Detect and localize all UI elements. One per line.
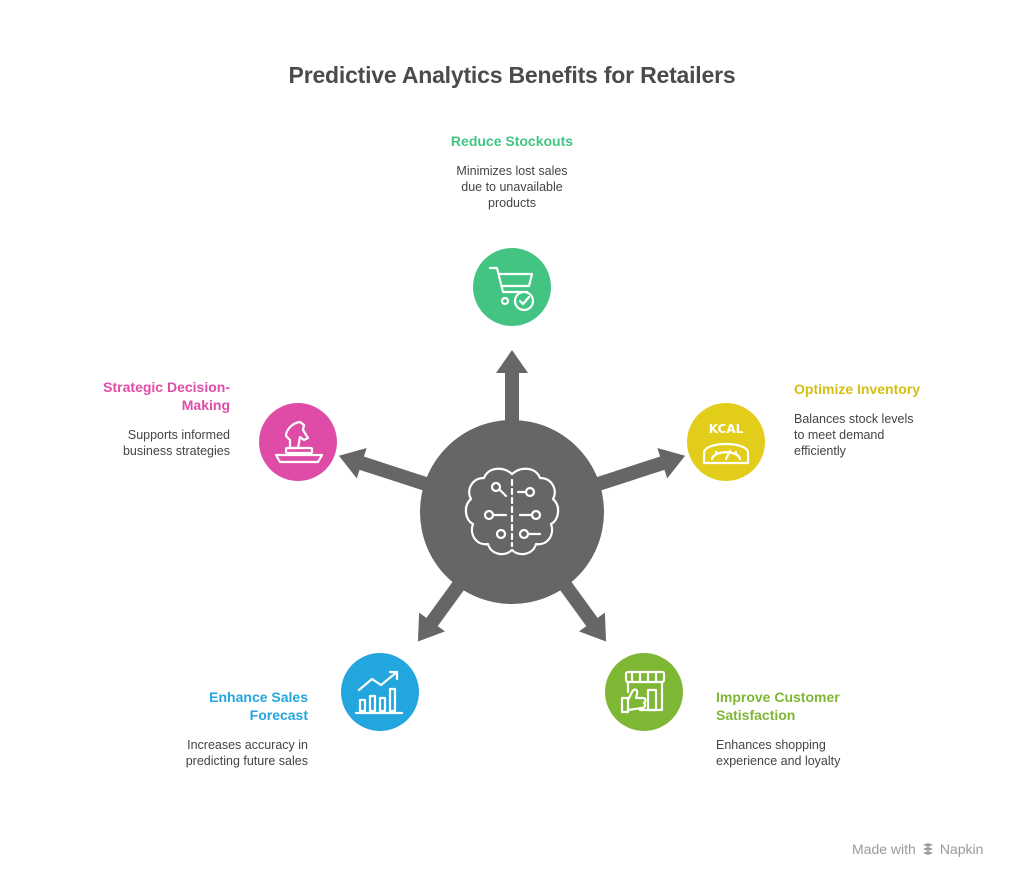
node-reduce-stockouts (473, 248, 551, 326)
page-title: Predictive Analytics Benefits for Retail… (288, 62, 736, 88)
title-line: Satisfaction (716, 707, 796, 723)
desc-line: to meet demand (794, 428, 885, 442)
desc-line: due to unavailable (461, 180, 563, 194)
napkin-brand: Napkin (939, 841, 984, 857)
made-with-napkin[interactable]: Made with Napkin (852, 841, 983, 857)
optimize-inventory-title: Optimize Inventory (794, 381, 921, 397)
brain-circuit-icon (464, 467, 560, 556)
kcal-label: KCAL (709, 422, 744, 436)
desc-line: Enhances shopping (716, 738, 826, 752)
cart-check-icon (488, 266, 535, 312)
made-with-label: Made with (852, 841, 916, 857)
strategic-decision-title: Strategic Decision- Making (30, 378, 230, 414)
desc-line: experience and loyalty (716, 754, 841, 768)
desc-line: business strategies (122, 444, 230, 458)
node-strategic-decision (259, 403, 337, 481)
desc-line: predicting future sales (185, 754, 308, 768)
desc-line: Balances stock levels (794, 412, 914, 426)
customer-satisfaction-desc: Enhances shopping experience and loyalty (716, 737, 916, 769)
title-line: Improve Customer (716, 689, 840, 705)
node-sales-forecast (341, 653, 419, 731)
title-line: Making (181, 397, 230, 413)
center-hub (420, 420, 604, 604)
desc-line: Increases accuracy in (187, 738, 308, 752)
chess-knight-icon (274, 420, 324, 464)
node-customer-satisfaction (605, 653, 683, 731)
node-optimize-inventory: KCAL (687, 403, 765, 481)
desc-line: Supports informed (127, 428, 230, 442)
sales-forecast-desc: Increases accuracy in predicting future … (108, 737, 308, 769)
desc-line: efficiently (794, 444, 846, 458)
sales-forecast-title: Enhance Sales Forecast (108, 688, 308, 724)
desc-line: Minimizes lost sales (456, 164, 568, 178)
kcal-scale-icon (702, 443, 750, 465)
title-line: Forecast (249, 707, 308, 723)
desc-line: products (488, 196, 536, 210)
reduce-stockouts-title: Reduce Stockouts (450, 133, 574, 149)
optimize-inventory-desc: Balances stock levels to meet demand eff… (794, 411, 994, 459)
customer-satisfaction-title: Improve Customer Satisfaction (716, 688, 916, 724)
store-thumbs-up-icon (620, 670, 666, 714)
reduce-stockouts-desc: Minimizes lost sales due to unavailable … (412, 163, 612, 211)
title-line: Enhance Sales (209, 689, 308, 705)
arrow-up (496, 350, 528, 430)
title-line: Strategic Decision- (103, 379, 230, 395)
napkin-logo-icon (922, 843, 933, 855)
strategic-decision-desc: Supports informed business strategies (30, 427, 230, 459)
bar-chart-trend-icon (354, 670, 404, 715)
